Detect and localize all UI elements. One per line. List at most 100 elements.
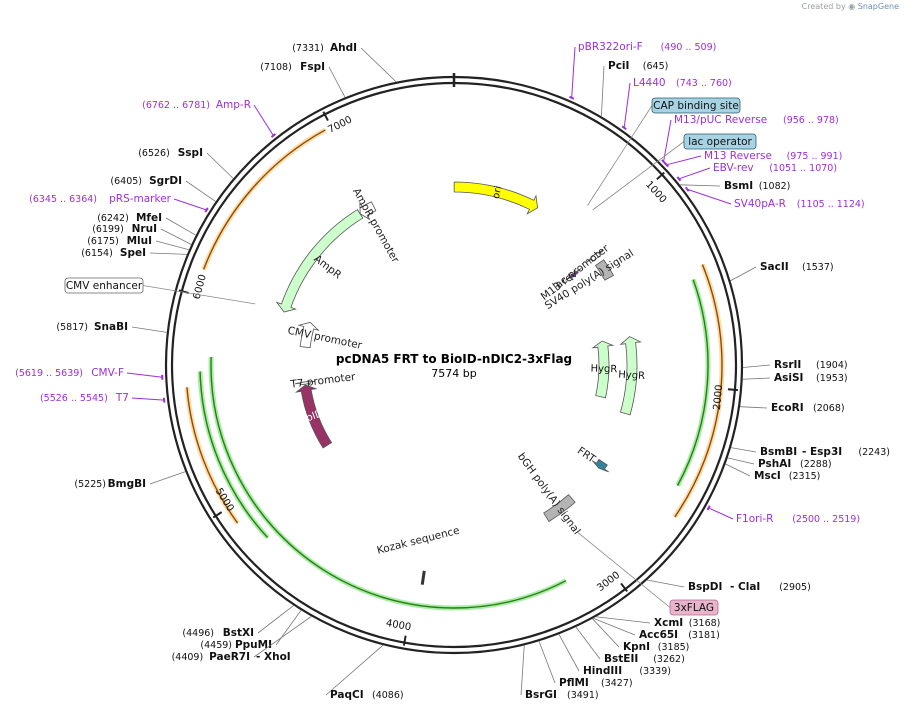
site-leader-line: [593, 617, 636, 636]
site-name: PaeR7I: [209, 651, 250, 663]
3xflag-box: [669, 599, 719, 616]
site-leader-line: [328, 66, 346, 98]
primer-leader-line: [126, 372, 163, 378]
primer-name: L4440: [633, 77, 666, 89]
snapgene-credit: Created by ◉ SnapGene: [802, 2, 899, 11]
site-leader-line: [558, 634, 580, 672]
site-name: EcoRI: [771, 402, 804, 414]
primer-binding-mark: [706, 505, 711, 511]
site-name: BsmBI: [760, 446, 797, 458]
feature-frt-arrow: [591, 458, 609, 473]
site-leader-line: [679, 184, 721, 187]
primer-range: (6762 .. 6781): [142, 100, 210, 111]
tick-label: 2000: [712, 384, 725, 410]
primer-leader-line: [623, 82, 631, 128]
primer-range: (743 .. 760): [676, 78, 732, 89]
primer-leader-line: [666, 155, 702, 166]
site-position: (4409): [172, 652, 204, 663]
site-name: RsrII: [774, 359, 801, 371]
site-leader-line: [575, 626, 601, 660]
primer-name: pRS-marker: [109, 193, 172, 205]
box-leader-line: [587, 105, 653, 206]
feature-sv40-poly-a-signal-arrow: [594, 259, 615, 281]
orf-arc: [674, 264, 723, 518]
feature-cmv-promoter-arrow: [297, 321, 320, 349]
primer-name: M13/pUC Reverse: [674, 114, 767, 126]
restriction-site-pcii: PciI(645): [608, 60, 668, 72]
site-leader-line: [730, 447, 757, 453]
site-name: BstXI: [223, 627, 254, 639]
restriction-site-sacii: SacII(1537): [760, 261, 834, 273]
site-name: NruI: [132, 223, 157, 235]
site-position: (3262): [653, 654, 685, 665]
cap-binding-site-label: CAP binding site: [653, 100, 739, 112]
feature-ori-label: ori: [491, 185, 505, 200]
site-position: (3181): [688, 630, 720, 641]
primer-name: EBV-rev: [713, 162, 754, 174]
restriction-site-asisi: AsiSI(1953): [774, 372, 848, 384]
primer-ebv-rev: EBV-rev(1051 .. 1070): [713, 162, 837, 174]
restriction-site-ecori: EcoRI(2068): [771, 402, 845, 414]
tick-mark: [212, 511, 223, 519]
primer-f1ori-r: F1ori-R(2500 .. 2519): [736, 513, 860, 525]
site-position: (6154): [81, 248, 113, 259]
box-leader-line: [577, 531, 671, 608]
site-leader-line: [600, 65, 605, 117]
primer-name: CMV-F: [91, 367, 124, 379]
site-leader-line: [149, 252, 188, 255]
site-leader-line: [360, 47, 397, 83]
feature-hygr-arrow: [591, 340, 615, 399]
primer-binding-mark: [664, 162, 669, 168]
primer-name: Amp-R: [216, 99, 251, 111]
site-position: (5817): [56, 322, 88, 333]
site-leader-line: [727, 457, 755, 465]
site-position: (1082): [759, 181, 791, 192]
site-position: (3491): [567, 690, 599, 701]
feature-ampr-arrow: [275, 208, 364, 313]
primer-binding-mark: [204, 207, 209, 213]
primer-range: (2500 .. 2519): [792, 514, 860, 525]
site-leader-line: [520, 645, 525, 696]
feature-bgh-poly-a-signal-arrow: [543, 494, 576, 523]
site-position: (5225): [74, 479, 106, 490]
primer-m13-reverse: M13 Reverse(975 .. 991): [704, 150, 842, 162]
site-position: (1537): [802, 262, 834, 273]
site-leader-line: [325, 644, 384, 696]
restriction-site-bsteii: BstEII(3262): [604, 653, 685, 665]
tick-label: 4000: [385, 618, 412, 633]
cmv-enhancer-label: CMV enhancer: [66, 280, 143, 292]
feature-lac-promoter-arrow: [586, 249, 604, 263]
site-name: MfeI: [136, 212, 162, 224]
primer-leader-line: [687, 188, 732, 205]
site-position: (3168): [689, 618, 721, 629]
orf-halo: [675, 278, 711, 487]
primer-range: (5619 .. 5639): [15, 368, 83, 379]
site-name: FspI: [300, 61, 325, 73]
site-name: MscI: [754, 470, 781, 482]
site-position: (3339): [639, 666, 671, 677]
orf-halo: [197, 371, 270, 540]
site-position: (3185): [658, 642, 690, 653]
primer-leader-line: [571, 46, 576, 98]
restriction-site-fspi: FspI(7108): [260, 61, 325, 73]
restriction-site-xcmi: XcmI(3168): [654, 617, 720, 629]
restriction-site-paqci: PaqCI(4086): [330, 689, 404, 701]
restriction-site-bmgbi: BmgBI(5225): [74, 478, 146, 490]
lac-operator-box: [683, 133, 757, 150]
orf-arc: [202, 129, 326, 270]
restriction-site-bsrgi: BsrGI(3491): [525, 689, 599, 701]
site-position: (1904): [816, 360, 848, 371]
restriction-site-mlui: MluI(6175): [87, 235, 152, 247]
site-leader-line: [730, 266, 757, 282]
site-name: BspDI: [688, 581, 722, 593]
tick-mark: [620, 582, 628, 592]
site-position: (2243): [858, 447, 890, 458]
box-leader-line: [592, 141, 685, 211]
tick-mark: [656, 171, 665, 181]
kozak-marker: [420, 570, 426, 585]
restriction-site-kpni: KpnI(3185): [623, 641, 689, 653]
site-position: (2905): [779, 582, 811, 593]
kozak-label: Kozak sequence: [376, 525, 461, 557]
site-position: (7331): [292, 43, 324, 54]
